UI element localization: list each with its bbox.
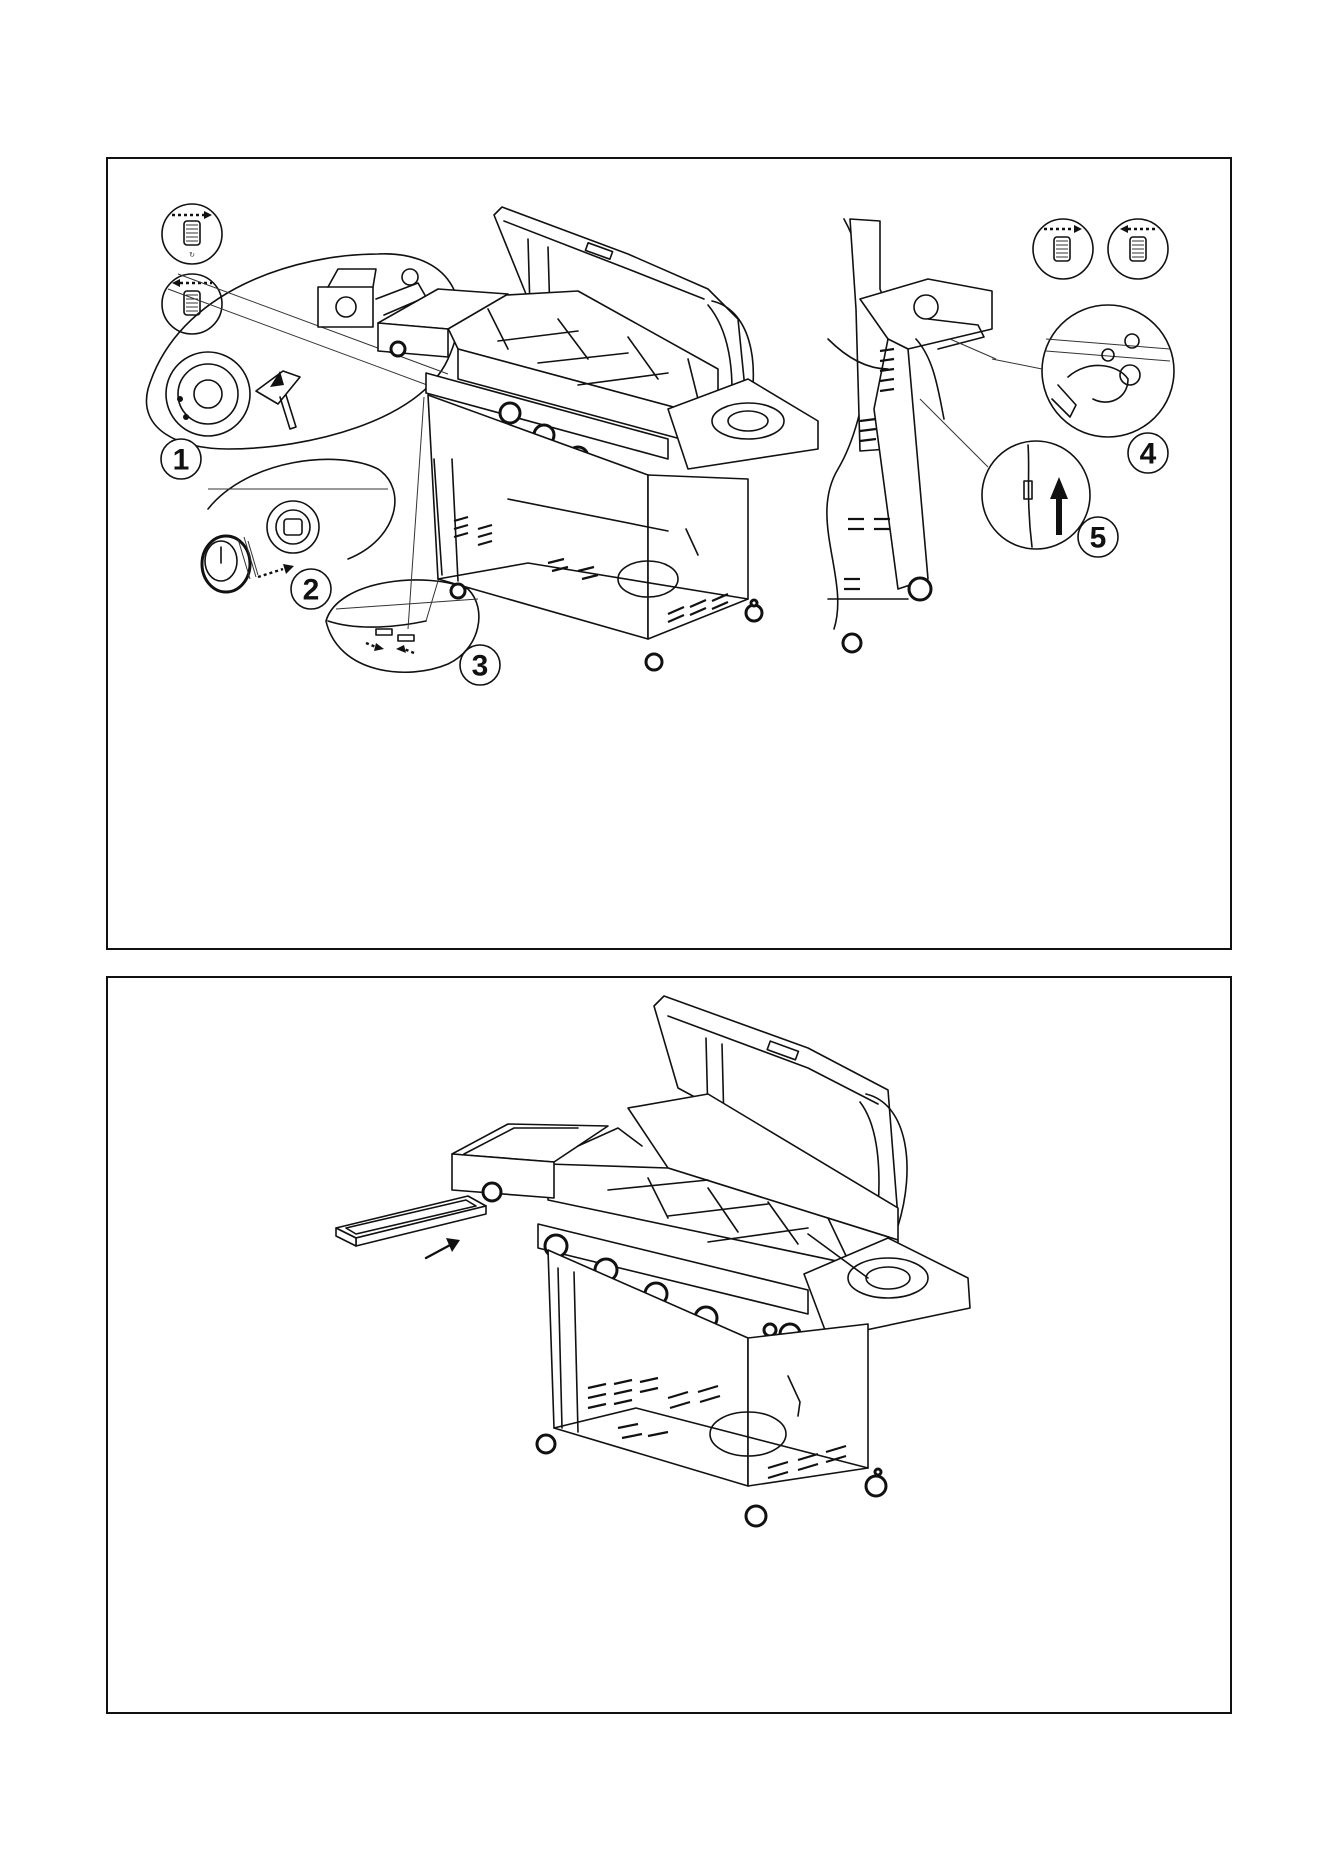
step-badge-5: 5 xyxy=(1078,517,1118,557)
loosen-direction-icon xyxy=(1108,219,1168,279)
insert-arrow-icon xyxy=(426,1238,460,1258)
assembly-diagram-bottom xyxy=(108,978,1234,1716)
svg-text:1: 1 xyxy=(173,444,190,477)
svg-text:2: 2 xyxy=(303,574,320,607)
grease-tray xyxy=(336,1196,486,1246)
detail-bubble-knob xyxy=(202,459,395,592)
step-badge-3: 3 xyxy=(460,645,500,685)
svg-text:↻: ↻ xyxy=(189,252,195,259)
svg-text:3: 3 xyxy=(472,650,489,683)
loosen-direction-icon xyxy=(162,274,222,334)
assembly-panel-top: ↻ 1 xyxy=(106,157,1232,950)
grill-illustration-top xyxy=(378,207,818,670)
step-badge-2: 2 xyxy=(291,569,331,609)
svg-text:4: 4 xyxy=(1140,438,1157,471)
assembly-diagram-top: ↻ 1 xyxy=(108,159,1234,952)
grill-illustration-bottom xyxy=(452,996,970,1526)
side-burner-closeup xyxy=(827,219,992,652)
step-badge-4: 4 xyxy=(1128,433,1168,473)
step-badge-1: 1 xyxy=(161,439,201,479)
push-arrow-icon xyxy=(1050,477,1068,535)
tighten-direction-icon: ↻ xyxy=(162,204,222,264)
tighten-direction-icon xyxy=(1033,219,1093,279)
svg-text:5: 5 xyxy=(1090,522,1107,555)
assembly-panel-bottom xyxy=(106,976,1232,1714)
